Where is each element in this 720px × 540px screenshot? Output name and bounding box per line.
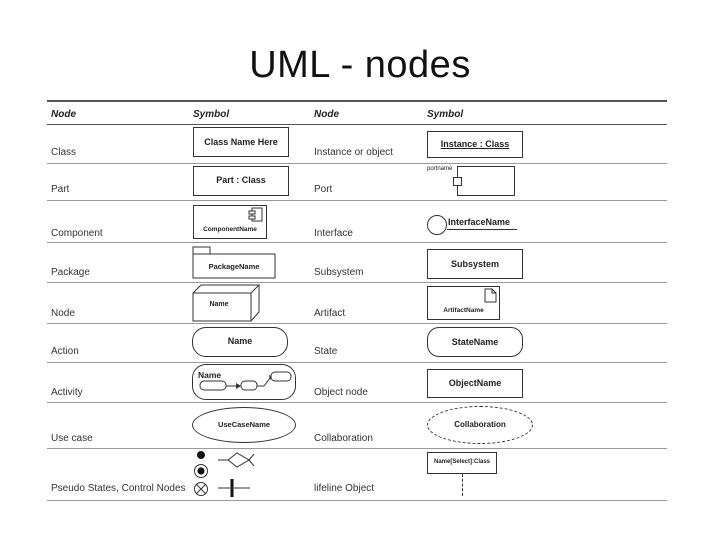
node-label-use-case: Use case [51,433,93,444]
lifeline-symbol-label: Name[Select]:Class [433,459,491,465]
component-symbol-label: ComponentName [203,226,257,233]
node-symbol-label: Name [209,301,229,308]
header-node-right: Node [314,109,339,120]
object-node-symbol: ObjectName [427,369,523,398]
package-symbol [192,246,276,279]
node-label-part: Part [51,184,70,195]
interface-underline [447,229,517,230]
node-label-pseudo-states: Pseudo States, Control Nodes [51,483,186,494]
port-symbol [457,166,515,196]
class-symbol-label: Class Name Here [204,137,278,147]
subsystem-symbol: Subsystem [427,249,523,279]
class-symbol: Class Name Here [193,127,289,157]
node-label-action: Action [51,346,79,357]
subsystem-symbol-label: Subsystem [450,259,500,269]
state-symbol-label: StateName [451,337,499,347]
artifact-symbol-label: ArtifactName [443,307,484,314]
lifeline-symbol: Name[Select]:Class [427,452,497,474]
row-divider [47,200,667,201]
row-divider [47,362,667,363]
use-case-symbol: UseCaseName [192,407,296,443]
header-symbol-right: Symbol [427,109,464,120]
node-label-activity: Activity [51,387,83,398]
collaboration-symbol-label: Collaboration [454,420,506,429]
action-symbol-label: Name [227,336,253,346]
node-label-state: State [314,346,338,357]
node-label-collaboration: Collaboration [314,433,373,444]
table-top-rule [47,100,667,102]
slide-title: UML - nodes [249,44,471,86]
port-square [453,177,462,186]
header-symbol-left: Symbol [193,109,230,120]
node-symbol [192,284,261,322]
header-node-left: Node [51,109,76,120]
node-label-node: Node [51,308,75,319]
action-symbol: Name [192,327,288,357]
row-divider [47,323,667,324]
node-label-object-node: Object node [314,387,368,398]
node-label-subsystem: Subsystem [314,267,364,278]
node-label-interface: Interface [314,228,353,239]
node-label-lifeline: lifeline Object [314,483,375,494]
row-divider [47,163,667,164]
interface-symbol-label: InterfaceName [448,217,511,227]
activity-symbol-label: Name [198,370,222,380]
use-case-symbol-label: UseCaseName [217,420,271,429]
node-label-instance: Instance or object [314,147,393,158]
port-symbol-label: portname [427,166,453,172]
control-nodes-icon [194,451,255,497]
node-label-component: Component [51,228,103,239]
instance-symbol-label: Instance : Class [440,139,510,149]
node-label-class: Class [51,147,77,158]
node-label-port: Port [314,184,333,195]
node-label-package: Package [51,267,90,278]
artifact-document-icon [484,288,497,303]
header-rule [47,124,667,125]
part-symbol: Part : Class [193,166,289,196]
state-symbol: StateName [427,327,523,357]
component-icon [248,207,263,222]
row-divider [47,402,667,403]
row-divider [47,242,667,243]
package-symbol-label: PackageName [208,262,260,271]
table-bottom-rule [47,500,667,501]
instance-symbol: Instance : Class [427,131,523,158]
lifeline-dashed-line [462,474,463,496]
collaboration-symbol: Collaboration [427,406,533,444]
node-label-artifact: Artifact [314,308,346,319]
object-node-symbol-label: ObjectName [448,378,502,388]
row-divider [47,448,667,449]
row-divider [47,282,667,283]
activity-flow-icon [199,371,292,391]
interface-icon [427,215,447,235]
part-symbol-label: Part : Class [216,175,266,185]
